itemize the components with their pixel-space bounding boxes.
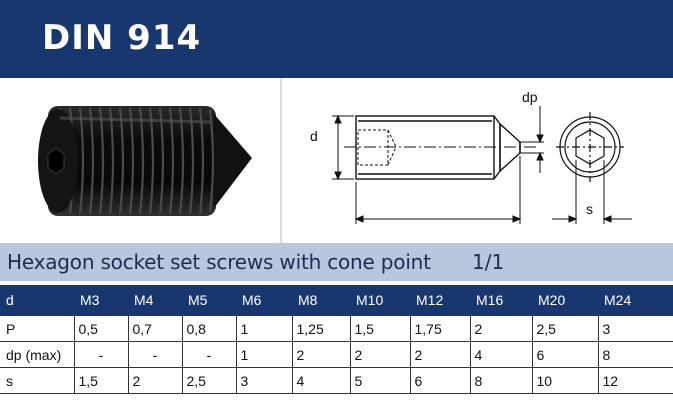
- table-cell: 1: [235, 315, 293, 342]
- column-header: M16: [470, 285, 532, 316]
- column-header: M3: [74, 285, 128, 316]
- product-photo-panel: [0, 78, 282, 243]
- table-cell: 4: [291, 367, 351, 394]
- drawing-label-s: s: [586, 201, 593, 217]
- table-cell: 8: [469, 367, 533, 394]
- table-cell: 2: [409, 341, 471, 368]
- table-cell: 2,5: [531, 315, 599, 342]
- table-header-row: d M3 M4 M5 M6 M8 M10 M12 M16 M20 M24: [0, 285, 673, 316]
- column-header: M5: [182, 285, 236, 316]
- table-cell: 0,8: [181, 315, 237, 342]
- header-banner: DIN 914: [0, 0, 673, 78]
- technical-drawing-panel: d dp: [282, 78, 673, 243]
- table-cell: 6: [409, 367, 471, 394]
- table-cell: 3: [235, 367, 293, 394]
- table-cell: 12: [597, 367, 673, 394]
- table-cell: 2: [127, 367, 183, 394]
- table-row: dp (max) - - - 1 2 2 2 4 6 8: [0, 341, 673, 368]
- table-cell: 1: [235, 341, 293, 368]
- column-header: M6: [236, 285, 292, 316]
- table-cell: 1,5: [73, 367, 129, 394]
- drawing-label-dp: dp: [522, 89, 538, 105]
- column-header: M4: [128, 285, 182, 316]
- column-header: M20: [532, 285, 598, 316]
- table-cell: 2: [469, 315, 533, 342]
- table-cell: 5: [349, 367, 411, 394]
- table-cell: -: [73, 341, 129, 368]
- table-cell: 8: [597, 341, 673, 368]
- page-title: DIN 914: [42, 18, 202, 58]
- row-label: s: [0, 367, 75, 394]
- table-cell: 10: [531, 367, 599, 394]
- column-header: M8: [292, 285, 350, 316]
- table-cell: 6: [531, 341, 599, 368]
- table-cell: -: [127, 341, 183, 368]
- dimension-table: d M3 M4 M5 M6 M8 M10 M12 M16 M20 M24 P 0…: [0, 285, 673, 394]
- table-cell: 0,7: [127, 315, 183, 342]
- table-cell: -: [181, 341, 237, 368]
- table-cell: 0,5: [73, 315, 129, 342]
- column-header: M12: [410, 285, 470, 316]
- table-cell: 4: [469, 341, 533, 368]
- drawing-label-d: d: [310, 128, 318, 144]
- technical-drawing: d dp: [310, 89, 632, 224]
- subtitle-text: Hexagon socket set screws with cone poin…: [7, 250, 431, 274]
- column-header: M24: [598, 285, 673, 316]
- table-cell: 2: [291, 341, 351, 368]
- row-label: dp (max): [0, 341, 75, 368]
- row-label: P: [0, 315, 75, 342]
- table-cell: 2: [349, 341, 411, 368]
- table-row: P 0,5 0,7 0,8 1 1,25 1,5 1,75 2 2,5 3: [0, 315, 673, 342]
- table-cell: 1,25: [291, 315, 351, 342]
- column-header: M10: [350, 285, 410, 316]
- table-cell: 1,75: [409, 315, 471, 342]
- table-row: s 1,5 2 2,5 3 4 5 6 8 10 12: [0, 367, 673, 394]
- page-indicator: 1/1: [472, 250, 505, 274]
- column-header: d: [0, 285, 74, 316]
- table-cell: 1,5: [349, 315, 411, 342]
- table-cell: 2,5: [181, 367, 237, 394]
- set-screw-photo: [38, 106, 252, 216]
- subtitle-bar: [0, 243, 673, 281]
- table-cell: 3: [597, 315, 673, 342]
